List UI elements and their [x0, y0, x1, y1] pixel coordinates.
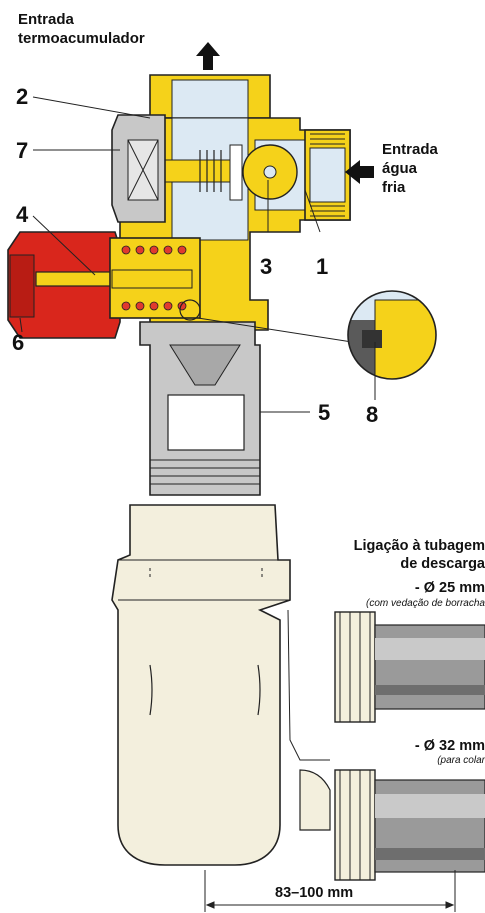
option-25-label: - Ø 25 mm: [414, 580, 485, 596]
inlet-top-label: Entrada termoacumulador: [18, 10, 145, 48]
pipe-connector-25: [334, 611, 485, 723]
callout-8: 8: [366, 402, 379, 427]
callout-1: 1: [316, 254, 329, 279]
check-valve-cap: [111, 114, 166, 223]
inlet-cold-line3: fria: [382, 179, 406, 196]
inlet-top-line1: Entrada: [18, 11, 74, 28]
callout-2: 2: [16, 84, 29, 109]
drain-title-line2: de descarga: [400, 556, 485, 572]
valve-body: [119, 74, 351, 331]
callout-6: 6: [12, 330, 25, 355]
drain-title-line1: Ligação à tubagem: [353, 538, 485, 554]
callout-5: 5: [318, 400, 331, 425]
arrow-left-icon: [345, 160, 374, 184]
inlet-top-line2: termoacumulador: [18, 30, 145, 47]
dimension-line: [204, 870, 456, 912]
inlet-cold-label: Entrada água fria: [382, 140, 438, 197]
inlet-cold-line1: Entrada: [382, 141, 438, 158]
dimension-label: 83–100 mm: [275, 885, 354, 901]
seal-detail-zoom: [179, 290, 437, 380]
inlet-cold-line2: água: [382, 160, 418, 177]
safety-valve-spring: [109, 237, 201, 319]
option-25-note: (com vedação de borracha: [366, 598, 485, 609]
option-32-note: (para colar: [437, 755, 485, 766]
drain-funnel: [111, 504, 331, 866]
drain-nozzle: [139, 321, 261, 496]
pipe-connector-32: [334, 769, 485, 881]
callout-3: 3: [260, 254, 273, 279]
safety-valve-handle: [7, 231, 147, 339]
option-32-label: - Ø 32 mm: [414, 738, 485, 754]
callout-4: 4: [16, 202, 29, 227]
arrow-up-icon: [196, 42, 220, 70]
callout-7: 7: [16, 138, 29, 163]
drain-title: Ligação à tubagem de descarga: [354, 537, 485, 573]
